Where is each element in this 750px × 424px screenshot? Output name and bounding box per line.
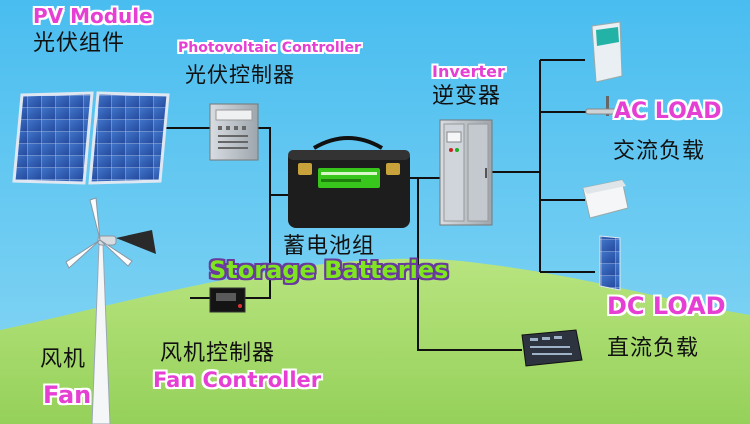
battery-label-cn: 蓄电池组 [283, 234, 376, 259]
pv-controller-label-cn: 光伏控制器 [185, 63, 295, 87]
inverter-label-cn: 逆变器 [432, 84, 502, 109]
dc-load-console [521, 329, 583, 367]
wiring [165, 59, 610, 351]
dc-load-label-cn: 直流负载 [607, 336, 700, 361]
dc-load-panel [599, 235, 621, 291]
pv-controller-cabinet [209, 103, 259, 161]
inverter-cabinet [439, 119, 493, 226]
pv-controller-label-en: Photovoltaic Controller [178, 40, 361, 56]
fan-label-en: Fan [43, 381, 92, 409]
wind-turbine [65, 197, 156, 424]
fan-controller-box [209, 287, 246, 313]
fan-label-cn: 风机 [40, 347, 87, 372]
dc-load-label-en: DC LOAD [607, 292, 726, 320]
pv-module-panels [12, 91, 170, 185]
fan-controller-label-cn: 风机控制器 [160, 341, 276, 366]
ac-load-label-cn: 交流负载 [613, 139, 706, 164]
storage-battery [288, 136, 410, 228]
fan-controller-label-en: Fan Controller [153, 368, 322, 392]
battery-label-en: Storage Batteries [209, 256, 449, 284]
pv-module-label-en: PV Module [33, 4, 153, 28]
inverter-label-en: Inverter [432, 62, 505, 81]
ac-load-label-en: AC LOAD [614, 99, 722, 124]
ac-load-appliances [582, 21, 629, 219]
ground-hill [0, 258, 750, 424]
pv-module-label-cn: 光伏组件 [33, 31, 126, 56]
